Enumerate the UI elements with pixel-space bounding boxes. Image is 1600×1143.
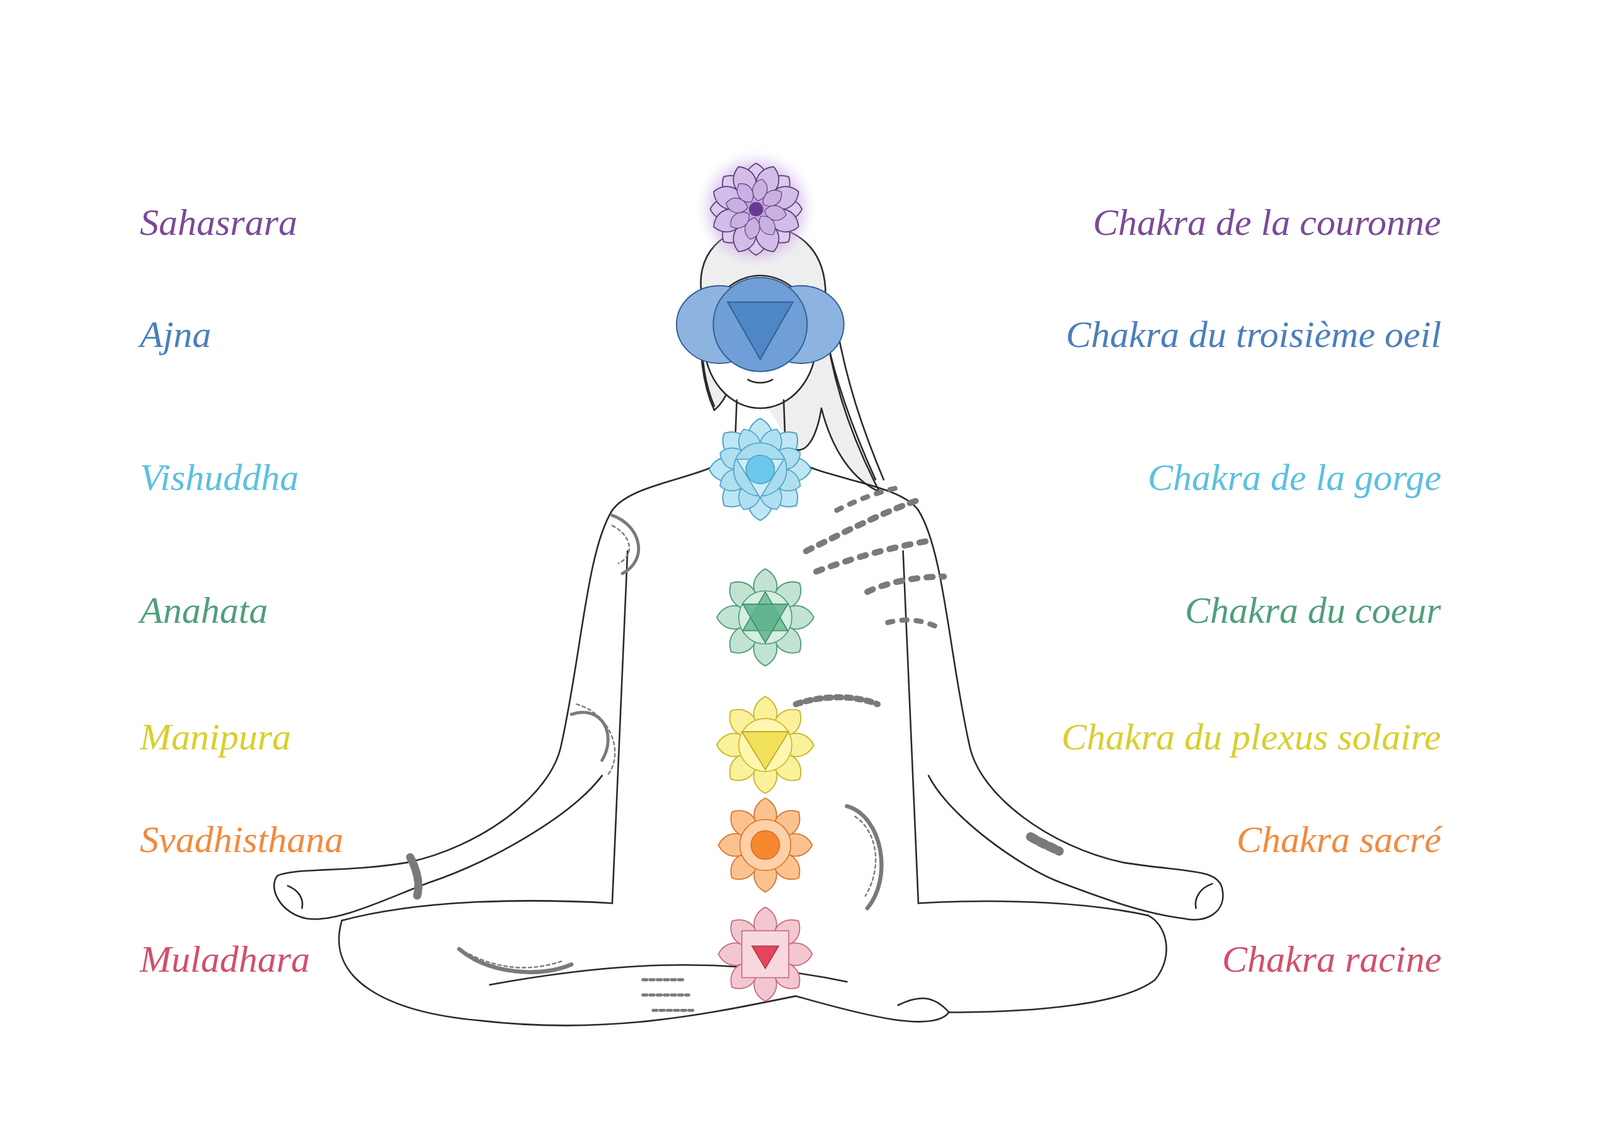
throat-chakra-symbol — [703, 412, 818, 526]
third-eye-chakra-symbol — [676, 277, 845, 372]
root-chakra-symbol — [718, 907, 812, 1002]
french-name: Chakra du coeur — [1184, 588, 1442, 633]
sanskrit-name: Vishuddha — [139, 456, 299, 500]
solar-plexus-chakra-symbol — [716, 696, 814, 794]
sanskrit-name: Anahata — [139, 588, 268, 633]
heart-chakra-symbol — [716, 568, 814, 666]
henna-tattoos — [410, 488, 1059, 1012]
french-name: Chakra du troisième oeil — [1065, 313, 1442, 357]
french-name: Chakra racine — [1222, 937, 1442, 982]
french-name: Chakra de la couronne — [1092, 200, 1442, 245]
french-name: Chakra de la gorge — [1147, 456, 1442, 500]
french-name: Chakra sacré — [1236, 818, 1442, 862]
crown-chakra-symbol — [692, 146, 820, 273]
sanskrit-name: Muladhara — [139, 937, 310, 982]
sanskrit-name: Ajna — [139, 313, 212, 357]
sacral-chakra-symbol — [718, 798, 812, 892]
sanskrit-name: Manipura — [139, 715, 292, 760]
sanskrit-name: Sahasrara — [139, 200, 298, 245]
sanskrit-name: Svadhisthana — [139, 818, 344, 862]
french-name: Chakra du plexus solaire — [1061, 715, 1442, 760]
